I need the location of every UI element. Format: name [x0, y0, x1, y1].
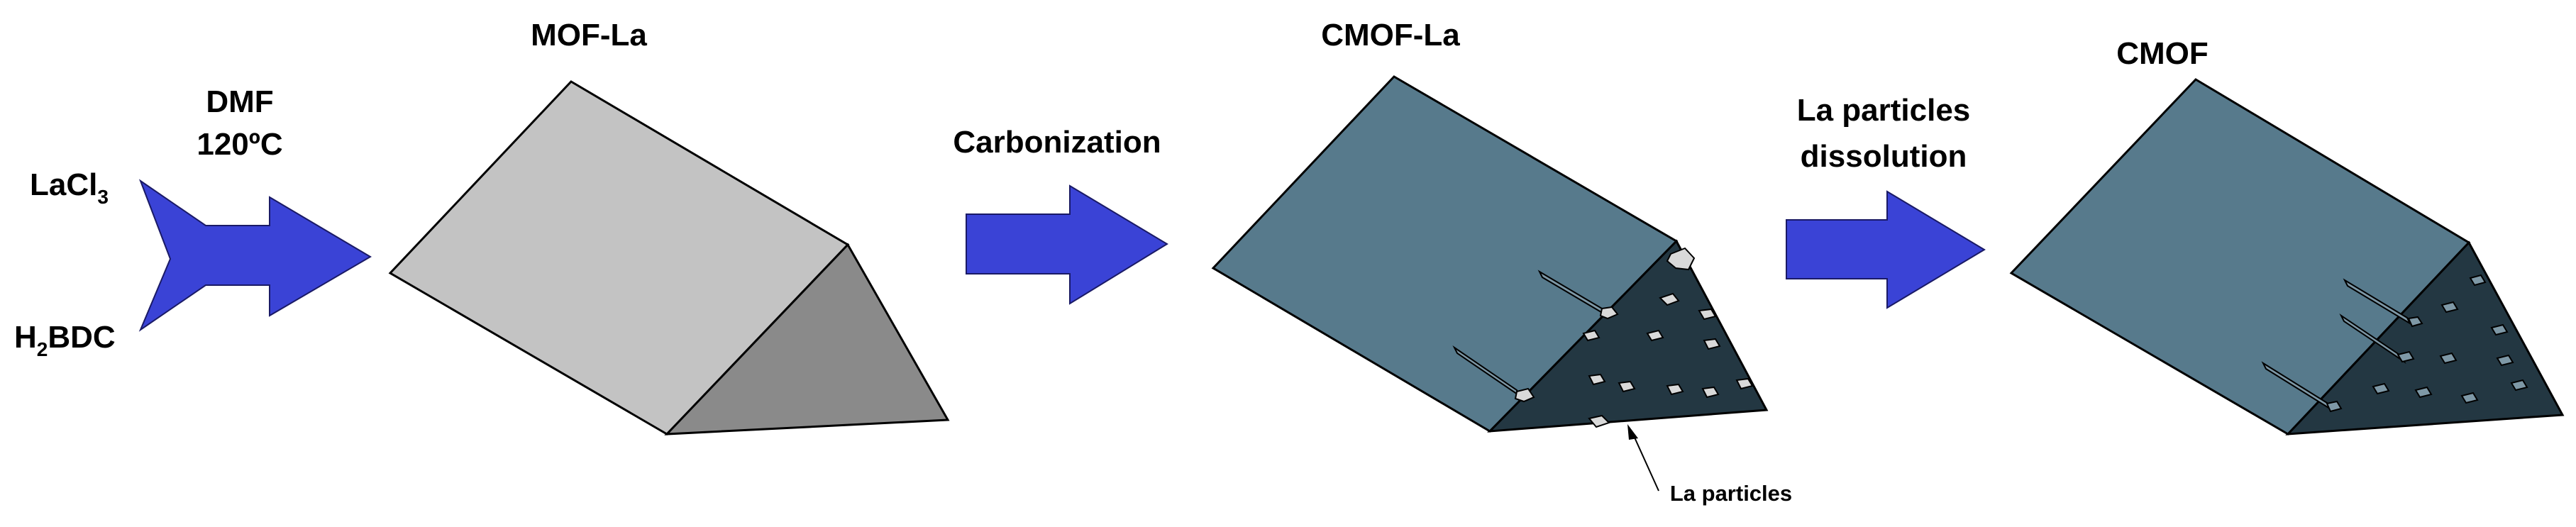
solvent-label: DMF	[206, 84, 273, 119]
annotation-pointer-line	[1631, 431, 1659, 492]
carbonization-arrow-icon	[966, 184, 1168, 305]
la-particle	[1659, 292, 1680, 306]
product-cmof-title: CMOF	[2116, 36, 2209, 71]
empty-pore	[2460, 392, 2479, 404]
la-particle	[1666, 247, 1696, 271]
dissolution-arrow-icon	[1786, 190, 1986, 309]
la-particle	[1735, 377, 1754, 390]
cmof-la-prism	[1211, 75, 1769, 492]
mof-la-prism	[388, 80, 950, 436]
la-particle	[1588, 373, 1606, 386]
reagent-h2bdc: H2BDC	[14, 320, 116, 360]
cmof-end-face	[2285, 240, 2565, 436]
empty-pore	[2326, 400, 2343, 413]
la-particle	[1514, 387, 1535, 403]
la-particles-annotation: La particles	[1670, 481, 1792, 506]
la-particle	[1588, 414, 1610, 428]
carbonization-label: Carbonization	[953, 125, 1161, 160]
la-particle	[1698, 308, 1717, 321]
la-particle	[1618, 380, 1636, 393]
temperature-label: 120ºC	[197, 127, 282, 162]
la-particle	[1599, 306, 1619, 320]
la-particle	[1666, 383, 1684, 396]
empty-pore	[2439, 352, 2458, 365]
empty-pore	[2397, 350, 2415, 363]
empty-pores-group	[2326, 274, 2528, 413]
empty-pore	[2496, 354, 2514, 367]
dissolution-label-line1: La particles	[1797, 93, 1971, 128]
empty-pore	[2490, 323, 2509, 336]
empty-pore	[2469, 274, 2487, 287]
reagent-lacl3: LaCl3	[30, 167, 109, 208]
la-particle	[1646, 329, 1664, 342]
product-cmof-la-title: CMOF-La	[1321, 18, 1460, 52]
cmof-prism	[2009, 78, 2565, 436]
empty-pore	[2407, 316, 2423, 328]
la-particle	[1701, 386, 1720, 399]
dissolution-label-line2: dissolution	[1801, 139, 1967, 174]
pore-channel	[2343, 278, 2412, 326]
empty-pore	[2372, 382, 2390, 395]
empty-pore	[2440, 301, 2459, 314]
cmof-la-end-face	[1487, 239, 1769, 433]
mof-prism-end-face	[664, 243, 950, 436]
empty-pore	[2510, 379, 2528, 392]
la-particle	[1703, 338, 1721, 350]
la-particle	[1582, 329, 1601, 342]
annotation-pointer-icon	[1627, 424, 1638, 440]
merge-arrow-icon	[138, 179, 372, 332]
la-particles-group	[1514, 247, 1754, 428]
product-mof-la-title: MOF-La	[531, 18, 647, 52]
empty-pore	[2414, 386, 2433, 399]
